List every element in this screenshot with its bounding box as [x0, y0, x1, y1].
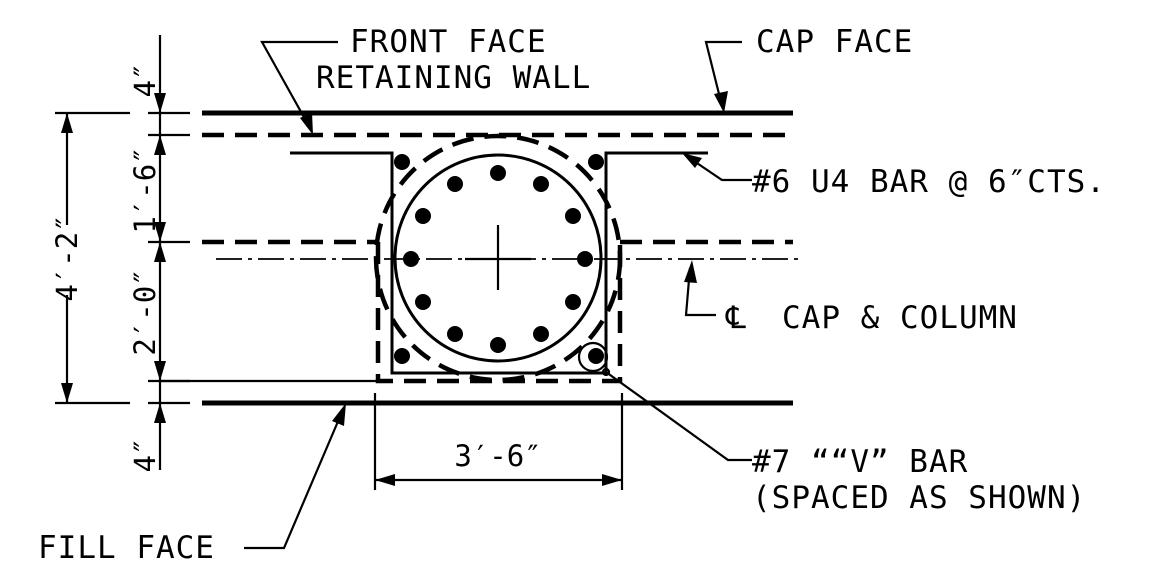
overall-height-dimension: 4′-2″ — [50, 111, 130, 405]
column-rebar-dots — [394, 154, 604, 364]
arrowhead — [154, 242, 166, 262]
front-face-label: FRONT FACE — [350, 24, 547, 60]
dim-text-mask — [50, 225, 84, 295]
arrowhead — [714, 91, 728, 113]
vertical-dimension-chain: 4″ 1′-6″ 2′-0″ 4″ — [128, 35, 190, 472]
rebar-dot — [415, 294, 431, 310]
front-face-leader: FRONT FACE RETAINING WALL — [260, 24, 591, 135]
dim-overall-4-2: 4′-2″ — [50, 214, 84, 301]
arrowhead — [684, 260, 697, 283]
arrowhead — [332, 403, 346, 426]
v-bar-leader-line — [605, 371, 752, 462]
u4-bar-leader: #6 U4 BAR @ 6″CTS. — [682, 153, 1106, 200]
cap-face-label: CAP FACE — [756, 24, 913, 60]
dim-top-4in: 4″ — [128, 63, 162, 98]
rebar-dot — [565, 208, 581, 224]
rebar-dot — [533, 176, 549, 192]
dim-bottom-4in: 4″ — [128, 438, 162, 473]
u4-bar-label: #6 U4 BAR @ 6″CTS. — [752, 164, 1106, 200]
arrowhead — [682, 153, 702, 168]
corner-rebar-dot — [588, 154, 604, 170]
rebar-dot — [403, 251, 419, 267]
corner-rebar-dot — [394, 154, 410, 170]
arrowhead — [61, 113, 73, 133]
v-bar-note: (SPACED AS SHOWN) — [752, 480, 1086, 516]
v-bar-hook — [577, 341, 609, 373]
dim-width-3-6: 3′-6″ — [454, 439, 541, 473]
front-face-leader-line — [260, 40, 338, 129]
v-bar-leader: #7 ““V” BAR (SPACED AS SHOWN) — [605, 371, 1086, 516]
retaining-wall-label: RETAINING WALL — [316, 60, 591, 96]
rebar-dot — [490, 337, 506, 353]
rebar-dot — [447, 176, 463, 192]
rebar-dot — [577, 251, 593, 267]
arrowhead — [61, 383, 73, 403]
fill-face-label: FILL FACE — [38, 530, 215, 563]
rebar-dot — [490, 165, 506, 181]
fill-face-leader: FILL FACE — [38, 403, 346, 563]
arrowhead — [154, 222, 166, 242]
corner-rebar-dot — [588, 348, 604, 364]
arrowhead — [602, 474, 622, 486]
arrowhead — [300, 112, 313, 135]
centerline-leader-line — [684, 267, 716, 317]
rebar-dot — [533, 326, 549, 342]
column-dashed-outline — [375, 242, 623, 384]
arrowhead — [154, 361, 166, 381]
fill-face-leader-line — [244, 411, 344, 550]
v-bar-label: #7 ““V” BAR — [752, 444, 968, 480]
dim-1-6: 1′-6″ — [128, 146, 162, 233]
centerline-label: CAP & COLUMN — [782, 300, 1018, 336]
cap-face-leader-line — [704, 40, 742, 107]
u4-bar-leader-line — [687, 156, 752, 182]
arrowhead — [154, 135, 166, 155]
column-spiral-circle — [393, 153, 603, 363]
arrowhead — [154, 93, 166, 113]
arrowhead — [154, 403, 166, 423]
centerline-leader: ℄ CAP & COLUMN — [684, 260, 1018, 336]
corner-rebar-dot — [394, 348, 410, 364]
centerline-symbol: ℄ — [725, 300, 747, 336]
rebar-dot — [415, 208, 431, 224]
arrowhead — [375, 474, 395, 486]
width-dimension: 3′-6″ — [373, 393, 624, 490]
v-bar-leader-point — [601, 367, 611, 377]
dim-2-0: 2′-0″ — [128, 268, 162, 355]
rebar-dot — [565, 294, 581, 310]
column-outer-dashed-circle — [373, 133, 623, 383]
u4-bar-outline — [290, 151, 708, 375]
cap-face-leader: CAP FACE — [704, 24, 913, 113]
rebar-dot — [447, 326, 463, 342]
